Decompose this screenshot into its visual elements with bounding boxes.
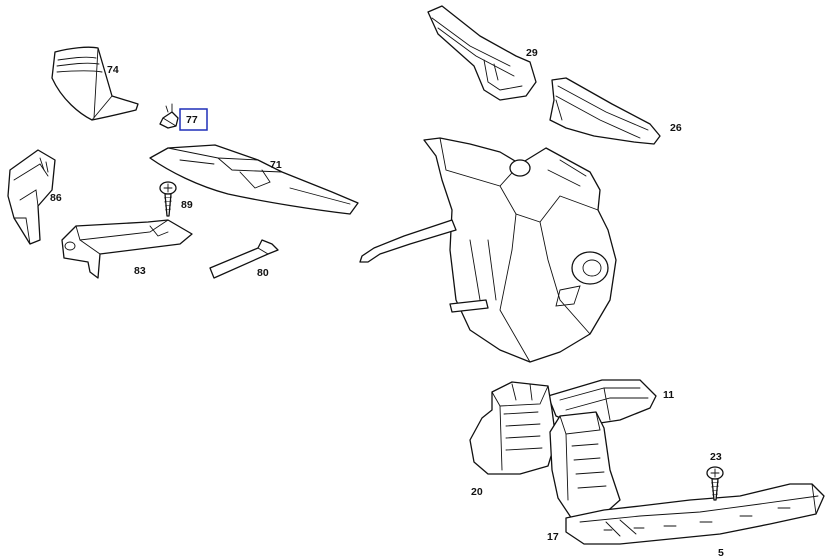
callout-89[interactable]: 89 [181,199,193,211]
callout-83[interactable]: 83 [134,265,146,277]
part-17-vertical-duct[interactable] [549,411,621,523]
part-74-cover-panel[interactable] [51,46,139,121]
callout-77-highlight-box [179,108,208,131]
callout-71[interactable]: 71 [270,159,282,171]
part-89-screw[interactable] [159,181,177,217]
callout-5[interactable]: 5 [718,547,724,559]
part-86-side-bracket[interactable] [7,149,56,245]
callout-11[interactable]: 11 [663,389,674,401]
part-29-air-duct[interactable] [427,5,537,101]
callout-26[interactable]: 26 [670,122,682,134]
part-5-floor-duct[interactable] [565,483,825,545]
callout-23[interactable]: 23 [710,451,722,463]
part-23-screw[interactable] [706,466,724,501]
part-83-bracket[interactable] [61,219,193,279]
callout-17[interactable]: 17 [547,531,559,543]
callout-74[interactable]: 74 [107,64,119,76]
callout-20[interactable]: 20 [471,486,483,498]
part-20-duct-housing[interactable] [469,381,557,475]
callout-77[interactable]: 77 [186,114,198,126]
heater-blower-assembly[interactable] [359,137,617,363]
part-71-shelf-panel[interactable] [149,144,359,215]
callout-80[interactable]: 80 [257,267,269,279]
callout-86[interactable]: 86 [50,192,62,204]
part-26-cowl-panel[interactable] [549,77,661,145]
callout-29[interactable]: 29 [526,47,538,59]
part-77-clip[interactable] [159,103,179,129]
part-80-rod[interactable] [209,239,279,279]
